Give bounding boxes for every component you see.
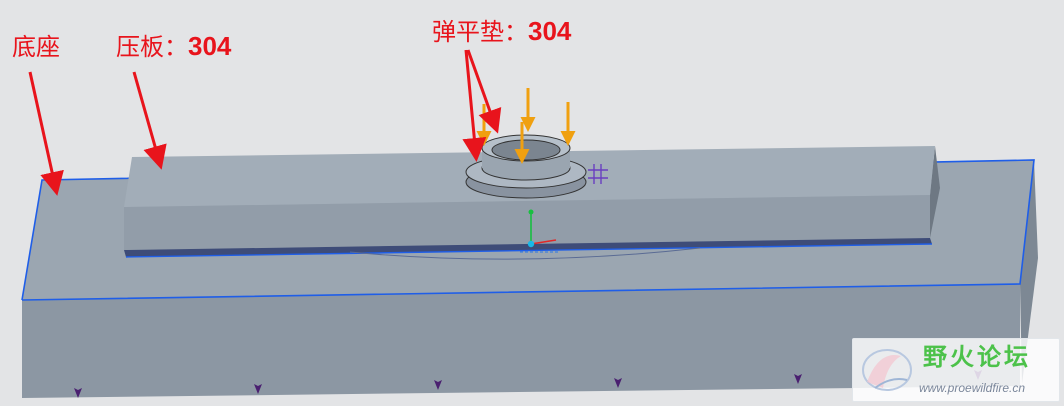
coordinate-csys-icon	[520, 209, 560, 253]
label-plate-number: 304	[188, 31, 232, 61]
callout-arrows	[28, 49, 502, 196]
watermark-url: www.proewildfire.cn	[919, 381, 1026, 395]
spring-flat-washer[interactable]	[465, 134, 587, 199]
constraint-marker-icon	[434, 380, 442, 390]
pressure-plate[interactable]	[124, 146, 940, 260]
constraint-hash-icon	[588, 164, 608, 184]
watermark: 野火论坛 www.proewildfire.cn	[852, 338, 1060, 402]
washer-bore	[491, 139, 561, 161]
watermark-title: 野火论坛	[923, 343, 1031, 371]
plate-side-face	[930, 146, 940, 238]
label-base: 底座	[12, 35, 60, 59]
arrow-to-washer	[462, 49, 487, 162]
label-washer-number: 304	[528, 16, 572, 46]
constraint-marker-icon	[254, 384, 262, 394]
plate-front-face	[124, 195, 930, 250]
base-front-face	[22, 284, 1020, 398]
watermark-logo-icon	[862, 349, 912, 391]
label-spring-washer: 弹平垫：304	[432, 18, 571, 44]
constraint-marker-icon	[614, 378, 622, 388]
label-washer-name: 弹平垫：	[432, 18, 528, 46]
label-base-name: 底座	[12, 33, 60, 61]
base-top-edge	[21, 159, 1035, 301]
plate-bottom-strip	[124, 238, 932, 257]
label-plate-name: 压板：	[116, 33, 188, 61]
arrow-to-washer	[466, 49, 502, 134]
arrow-to-plate	[132, 71, 167, 170]
label-pressure-plate: 压板：304	[116, 33, 231, 59]
constraint-marker-icon	[74, 388, 82, 398]
plate-contact-curve	[349, 247, 701, 260]
plate-bottom-edge	[125, 243, 933, 258]
arrow-to-base	[28, 71, 64, 196]
base-side-face	[1020, 160, 1038, 384]
constraint-marker-icon	[794, 374, 802, 384]
